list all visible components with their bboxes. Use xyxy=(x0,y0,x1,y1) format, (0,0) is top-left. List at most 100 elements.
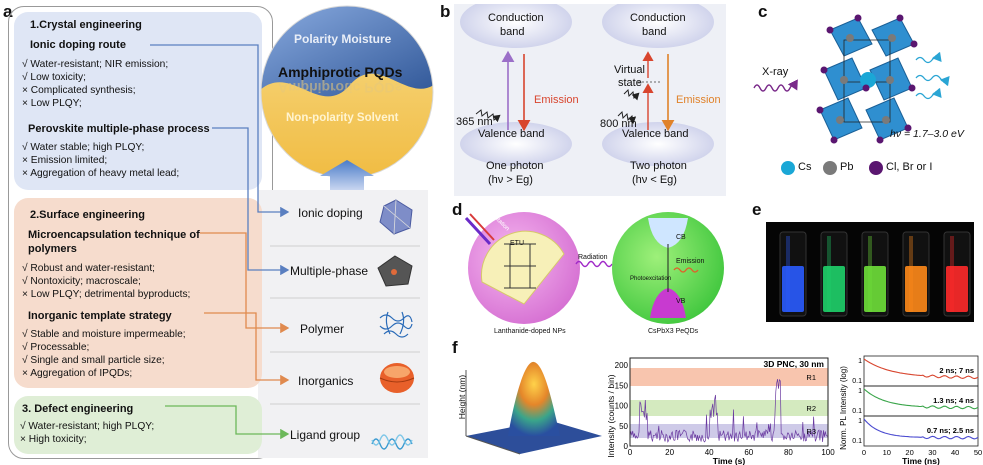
panel-b-letter: b xyxy=(440,2,451,21)
connector-ionic xyxy=(150,44,290,218)
micro-line: √ Nontoxicity; macroscale; xyxy=(22,276,141,287)
surface-title: 2.Surface engineering xyxy=(30,209,145,221)
panel-a-letter: a xyxy=(3,2,13,21)
panel-c-crystal xyxy=(753,14,950,175)
vial-glow xyxy=(782,266,804,312)
polymer-icon xyxy=(379,311,413,338)
legend-cs-dot xyxy=(781,161,795,175)
panel-b-diagram xyxy=(460,4,714,166)
b-wavelength-365: 365 nm xyxy=(456,116,493,128)
cs-atom xyxy=(860,72,876,88)
panel-f-letter: f xyxy=(452,338,458,357)
b-two-cond: (hν < Eg) xyxy=(632,174,677,186)
halide-atoms xyxy=(816,14,918,144)
radiation-wave xyxy=(575,260,613,268)
decay-label: 2 ns; 7 ns xyxy=(939,366,974,375)
micro-title-1: Microencapsulation technique of xyxy=(28,229,200,241)
up-arrow xyxy=(320,160,374,190)
trace-region-label: R3 xyxy=(806,427,816,436)
d-photoexcitation: Photoexcitation xyxy=(630,276,672,282)
panel-d-letter: d xyxy=(452,200,463,219)
afm-3d-plot xyxy=(465,361,602,455)
c-xray-label: X-ray xyxy=(762,66,789,78)
region-r1 xyxy=(630,368,828,386)
decay-ytick: 0.1 xyxy=(852,438,862,445)
decay-chart: Norm. PL Intensity (log) 2 ns; 7 ns 1 0.1 1… xyxy=(839,355,982,465)
decay-xtick: 40 xyxy=(951,448,959,457)
c-legend-cs: Cs xyxy=(798,161,812,173)
b-emission-right: Emission xyxy=(676,94,721,106)
vial-reflection xyxy=(909,236,913,312)
vb-band-right xyxy=(602,122,714,166)
micro-line: × Low PLQY; detrimental byproducts; xyxy=(22,289,191,300)
sphere-top-label: Polarity Moisture xyxy=(294,32,392,46)
b-vb-left: Valence band xyxy=(478,128,545,140)
b-emission-left: Emission xyxy=(534,94,579,106)
vial-reflection xyxy=(950,236,954,312)
trace-ylabel: Intensity (counts / bin) xyxy=(606,374,616,457)
trace-xtick: 0 xyxy=(628,448,633,457)
decay-xtick: 10 xyxy=(883,448,891,457)
ionic-line: × Low PLQY; xyxy=(22,98,82,109)
inorg-line: √ Stable and moisture impermeable; xyxy=(22,329,186,340)
amphiprotic-sphere xyxy=(261,6,433,178)
decay-ytick: 0.1 xyxy=(852,378,862,385)
trace-xlabel: Time (s) xyxy=(713,456,746,465)
decay-ytick: 1 xyxy=(858,388,862,395)
sphere-middle-label: Amphiprotic PQDs xyxy=(278,64,403,80)
surface-engineering-box xyxy=(14,198,262,388)
decay-curve xyxy=(863,388,979,410)
inorg-line: × Aggregation of IPQDs; xyxy=(22,368,133,379)
perov-title: Perovskite multiple-phase process xyxy=(28,123,210,135)
trace-title: 3D PNC, 30 nm xyxy=(764,359,825,369)
region-r2 xyxy=(630,400,828,416)
connector-polymer xyxy=(200,232,290,334)
route-inorganics: Inorganics xyxy=(298,374,354,388)
decay-ytick: 1 xyxy=(858,418,862,425)
decay-xtick: 50 xyxy=(974,448,982,457)
d-cb: CB xyxy=(676,234,686,241)
decay-ytick: 1 xyxy=(858,358,862,365)
route-multiple-phase: Multiple-phase xyxy=(290,264,369,278)
trace-ytick: 0 xyxy=(624,442,629,451)
ligand-group-icon xyxy=(371,434,413,450)
route-ligand-group: Ligand group xyxy=(290,428,361,442)
b-vb-right: Valence band xyxy=(622,128,689,140)
micro-line: √ Robust and water-resistant; xyxy=(22,263,155,274)
vial-glow xyxy=(864,266,886,312)
inorg-line: √ Single and small particle size; xyxy=(22,355,165,366)
vial-glow xyxy=(946,266,968,312)
b-cb-left-1: Conduction xyxy=(488,12,544,24)
panel-c-letter: c xyxy=(758,2,768,21)
cb-band-right xyxy=(602,4,714,48)
trace-ytick: 150 xyxy=(615,381,629,390)
route-polymer: Polymer xyxy=(300,322,345,336)
afm-ylabel: Height (nm) xyxy=(457,374,468,420)
b-cb-right-2: band xyxy=(642,26,667,38)
ionic-line: × Complicated synthesis; xyxy=(22,85,136,96)
route-ionic-doping: Ionic doping xyxy=(298,206,363,220)
sphere-bottom-label: Non-polarity Solvent xyxy=(286,112,399,124)
c-legend-halide: Cl, Br or I xyxy=(886,161,933,173)
ionic-title: Ionic doping route xyxy=(30,39,126,51)
c-energy-label: hν = 1.7–3.0 eV xyxy=(890,128,964,140)
vb-band-left xyxy=(460,122,572,166)
defect-title: 3. Defect engineering xyxy=(22,403,134,415)
perov-line: × Emission limited; xyxy=(22,155,108,166)
b-two-photon: Two photon xyxy=(630,160,687,172)
trace-region-label: R1 xyxy=(806,373,816,382)
crystal-engineering-box xyxy=(14,12,262,190)
vial-glow xyxy=(823,266,845,312)
decay-ylabel: Norm. PL Intensity (log) xyxy=(839,366,848,450)
crystal-title: 1.Crystal engineering xyxy=(30,19,142,31)
c-legend-pb: Pb xyxy=(840,161,854,173)
panel-a-graphics xyxy=(150,5,434,450)
b-one-photon: One photon xyxy=(486,160,544,172)
decay-xlabel: Time (ns) xyxy=(902,456,940,465)
b-one-cond: (hν > Eg) xyxy=(488,174,533,186)
defect-line: × High toxicity; xyxy=(20,434,87,445)
legend-pb-dot xyxy=(823,161,837,175)
trace-line xyxy=(629,378,829,443)
vial-glow xyxy=(905,266,927,312)
decay-xtick: 30 xyxy=(928,448,936,457)
